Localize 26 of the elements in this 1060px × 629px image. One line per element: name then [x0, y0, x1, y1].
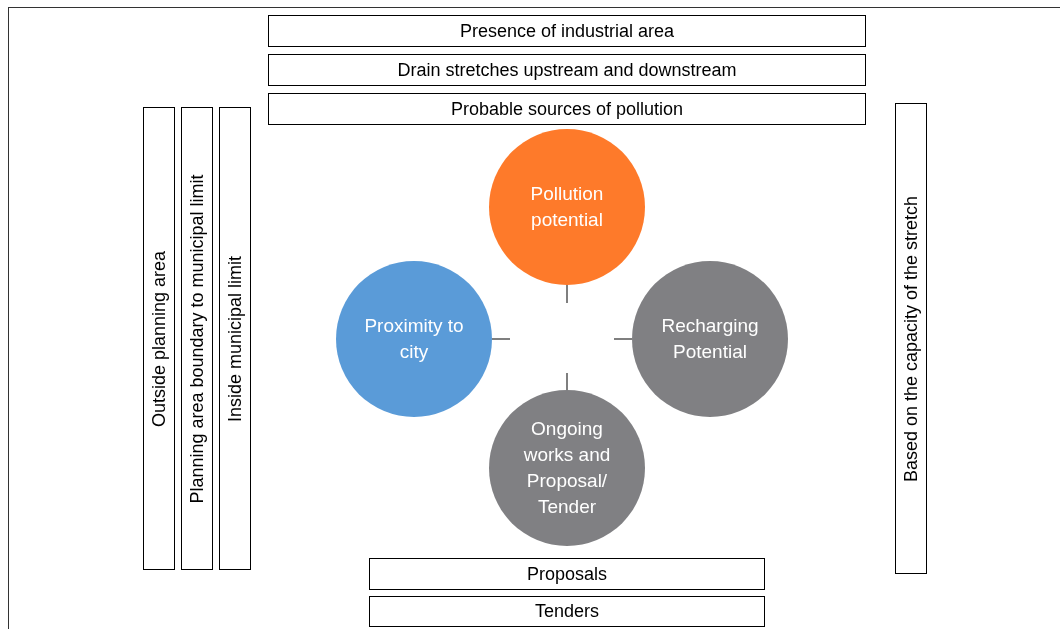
- node-label: Drain stretches upstream and downstream: [397, 58, 737, 82]
- node-label: Ongoing works and Proposal/ Tender: [522, 417, 612, 519]
- node-label: Planning area boundary to municipal limit: [188, 173, 206, 504]
- label-box: [369, 596, 765, 627]
- spoke-line: [613, 338, 633, 340]
- node-label: Proximity to city: [363, 314, 465, 364]
- node-label: Recharging Potential: [660, 314, 760, 364]
- spoke-line: [491, 338, 511, 340]
- node-label: Based on the capacity of the stretch: [902, 195, 920, 482]
- vertical-label-box: [143, 107, 175, 570]
- spoke-line: [566, 372, 568, 391]
- node-label: Inside municipal limit: [226, 255, 244, 422]
- label-box: [268, 93, 866, 125]
- vertical-label-box: [895, 103, 927, 574]
- vertical-label-box: [181, 107, 213, 570]
- label-box: [268, 54, 866, 86]
- node-label: Outside planning area: [150, 250, 168, 427]
- node-label: Probable sources of pollution: [450, 97, 684, 121]
- spoke-line: [566, 284, 568, 304]
- node-label: Proposals: [526, 562, 607, 586]
- label-box: [268, 15, 866, 47]
- node-label: Pollution potential: [529, 182, 605, 232]
- node-label: Tenders: [534, 600, 599, 623]
- vertical-label-box: [219, 107, 251, 570]
- node-label: Presence of industrial area: [459, 19, 675, 43]
- label-box: [369, 558, 765, 590]
